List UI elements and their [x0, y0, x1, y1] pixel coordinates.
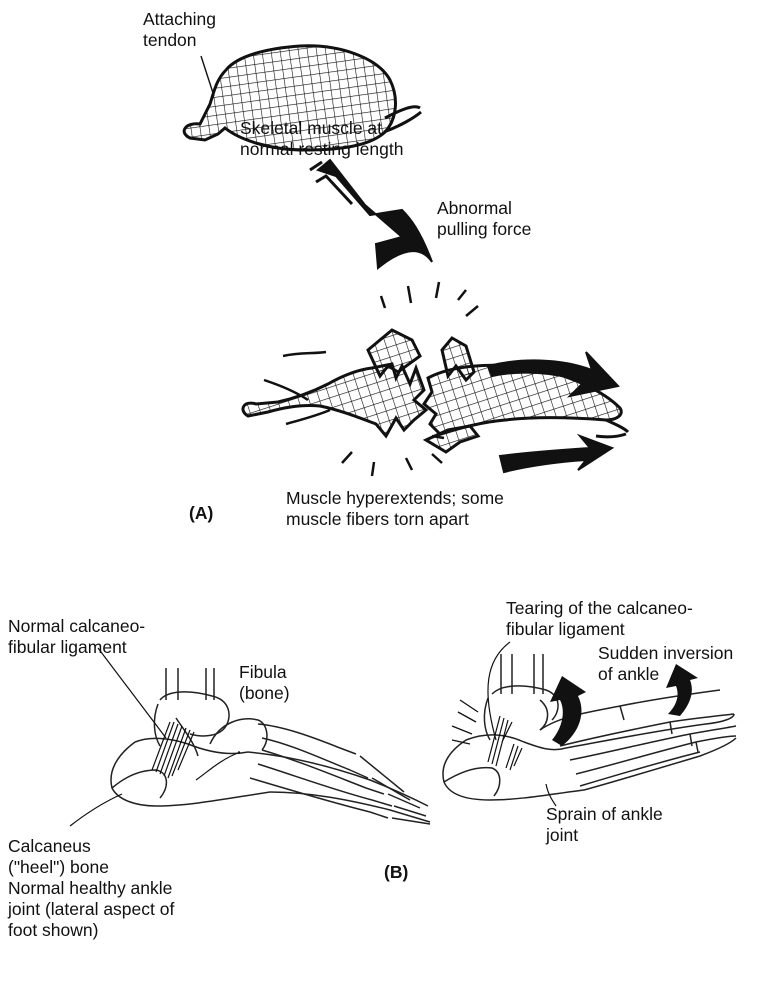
- label-sprain: Sprain of ankle joint: [546, 804, 663, 846]
- label-resting-muscle: Skeletal muscle at normal resting length: [240, 118, 403, 160]
- label-torn-muscle: Muscle hyperextends; some muscle fibers …: [286, 488, 504, 530]
- panel-b-label: (B): [384, 862, 408, 883]
- tendon-leader-line: [201, 56, 214, 96]
- torn-muscle-drawing: [243, 330, 628, 452]
- healthy-ligament: [152, 722, 194, 778]
- label-calcaneus: Calcaneus ("heel") bone: [8, 836, 109, 878]
- label-fibula: Fibula (bone): [239, 662, 290, 704]
- label-healthy-caption: Normal healthy ankle joint (lateral aspe…: [8, 878, 174, 941]
- label-tearing: Tearing of the calcaneo- fibular ligamen…: [506, 598, 693, 640]
- pulling-force-arrow: [310, 160, 432, 268]
- label-inversion: Sudden inversion of ankle: [598, 643, 733, 685]
- label-attaching-tendon: Attaching tendon: [143, 9, 216, 51]
- label-normal-ligament: Normal calcaneo- fibular ligament: [8, 616, 145, 658]
- label-pulling-force: Abnormal pulling force: [437, 198, 531, 240]
- panel-a-label: (A): [189, 503, 213, 524]
- torn-ligament: [488, 716, 522, 770]
